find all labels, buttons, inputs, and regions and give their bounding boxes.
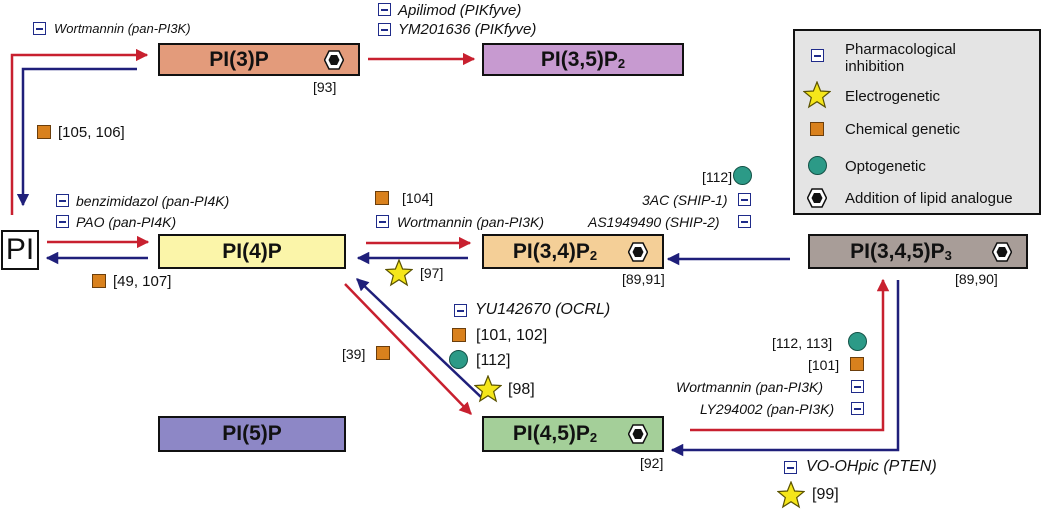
legend-square-icon <box>810 122 824 136</box>
ref-105-106: [105, 106] <box>58 124 125 141</box>
node-pi4p: PI(4)P <box>158 234 346 269</box>
legend-circle-icon <box>808 156 827 175</box>
ref-112-113: [112, 113] <box>772 335 833 351</box>
label-yu142670: YU142670 (OCRL) <box>475 301 611 318</box>
ref-98: [98] <box>508 381 535 398</box>
inhibitor-icon <box>784 461 797 474</box>
lipid-analogue-hexagon-icon <box>992 241 1012 262</box>
electrogenetic-star-icon <box>385 259 413 287</box>
node-pi5p: PI(5)P <box>158 416 346 452</box>
arrow-pi45p2-to-pi345p3 <box>690 278 890 432</box>
label-3ac: 3AC (SHIP-1) <box>642 192 728 208</box>
node-pi-label: PI <box>5 233 35 266</box>
node-pi5p-label: PI(5)P <box>222 422 282 445</box>
ref-104: [104] <box>402 190 434 206</box>
inhibitor-icon <box>378 23 391 36</box>
chemical-genetic-square-icon <box>37 125 51 139</box>
ref-112-mid: [112] <box>476 352 511 369</box>
node-pi: PI <box>1 230 39 270</box>
chemical-genetic-square-icon <box>850 357 864 371</box>
legend-hexagon-icon <box>807 188 827 208</box>
ref-93: [93] <box>313 79 337 95</box>
lipid-analogue-hexagon-icon <box>324 49 344 70</box>
inhibitor-icon <box>56 194 69 207</box>
inhibitor-icon <box>33 22 46 35</box>
ref-39: [39] <box>342 346 366 362</box>
inhibitor-icon <box>851 402 864 415</box>
inhibitor-icon <box>378 3 391 16</box>
node-pi34p2-label: PI(3,4)P2 <box>512 239 598 263</box>
node-pi45p2: PI(4,5)P2 <box>482 416 664 452</box>
lipid-analogue-hexagon-icon <box>628 241 648 262</box>
label-benzimidazol: benzimidazol (pan-PI4K) <box>76 193 230 209</box>
arrow-pi-to-pi3p <box>10 48 149 215</box>
electrogenetic-star-icon <box>474 375 502 403</box>
label-pao: PAO (pan-PI4K) <box>76 214 177 230</box>
optogenetic-circle-icon <box>733 166 752 185</box>
chemical-genetic-square-icon <box>376 346 390 360</box>
ref-49-107: [49, 107] <box>113 273 172 290</box>
legend-inhibitor-icon <box>811 49 824 62</box>
optogenetic-circle-icon <box>848 332 867 351</box>
arrow-pi4p-to-pi45p2 <box>344 283 472 415</box>
legend-label-optogenetic: Optogenetic <box>845 158 926 175</box>
legend-label-chemical: Chemical genetic <box>845 121 961 138</box>
inhibitor-icon <box>56 215 69 228</box>
optogenetic-circle-icon <box>449 350 468 369</box>
ref-101: [101] <box>808 357 840 373</box>
node-pi345p3-label: PI(3,4,5)P3 <box>850 239 952 263</box>
chemical-genetic-square-icon <box>375 191 389 205</box>
node-pi45p2-label: PI(4,5)P2 <box>512 422 598 445</box>
label-vo-ohpic: VO-OHpic (PTEN) <box>806 458 937 475</box>
node-pi34p2: PI(3,4)P2 <box>482 234 664 269</box>
inhibitor-icon <box>738 215 751 228</box>
ref-92: [92] <box>640 455 664 471</box>
node-pi35p2: PI(3,5)P2 <box>482 43 684 76</box>
node-pi4p-label: PI(4)P <box>222 239 282 263</box>
label-apilimod: Apilimod (PIKfyve) <box>398 2 522 19</box>
inhibitor-icon <box>376 215 389 228</box>
legend-label-lipid-analogue: Addition of lipid analogue <box>845 190 1013 207</box>
ref-89-91: [89,91] <box>622 271 665 287</box>
legend-label-pharmacological: Pharmacological inhibition <box>845 41 956 75</box>
arrow-pi45p2-to-pi4p <box>356 278 483 399</box>
inhibitor-icon <box>738 193 751 206</box>
ref-112-top: [112] <box>702 169 733 185</box>
node-pi3p: PI(3)P <box>158 43 360 76</box>
ref-99: [99] <box>812 486 839 503</box>
arrow-pi345p3-to-pi45p2 <box>670 280 900 457</box>
legend-star-icon <box>803 81 831 109</box>
label-wortmannin-mid: Wortmannin (pan-PI3K) <box>397 214 545 230</box>
chemical-genetic-square-icon <box>452 328 466 342</box>
node-pi345p3: PI(3,4,5)P3 <box>808 234 1028 269</box>
label-wortmannin-low: Wortmannin (pan-PI3K) <box>676 379 824 395</box>
node-pi3p-label: PI(3)P <box>209 47 269 71</box>
inhibitor-icon <box>851 380 864 393</box>
ref-97: [97] <box>420 265 444 281</box>
arrow-pi3p-to-pi <box>16 67 137 207</box>
legend: Pharmacological inhibition Electrogeneti… <box>793 29 1041 215</box>
label-ly294002: LY294002 (pan-PI3K) <box>700 401 835 417</box>
inhibitor-icon <box>454 304 467 317</box>
label-ym201636: YM201636 (PIKfyve) <box>398 21 537 38</box>
node-pi35p2-label: PI(3,5)P2 <box>540 47 626 71</box>
ref-89-90: [89,90] <box>955 271 998 287</box>
lipid-analogue-hexagon-icon <box>628 424 648 444</box>
legend-label-electrogenetic: Electrogenetic <box>845 88 941 105</box>
electrogenetic-star-icon <box>777 481 805 509</box>
label-as1949490: AS1949490 (SHIP-2) <box>588 214 720 230</box>
chemical-genetic-square-icon <box>92 274 106 288</box>
ref-101-102: [101, 102] <box>476 327 548 344</box>
label-wortmannin-top: Wortmannin (pan-PI3K) <box>54 21 191 36</box>
